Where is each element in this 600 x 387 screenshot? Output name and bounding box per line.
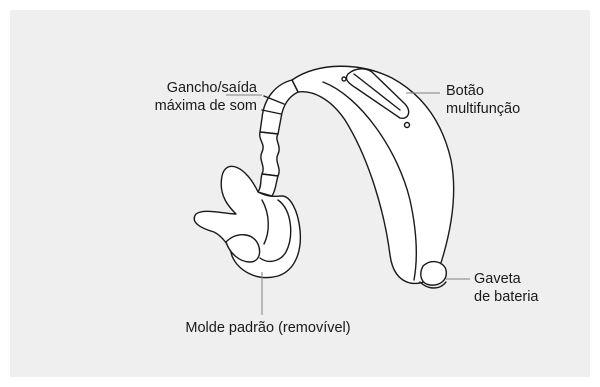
label-hook: Gancho/saída máxima de som (154, 80, 257, 114)
multifunction-button-inner (353, 73, 401, 111)
hook (259, 79, 299, 135)
button-dot-small (341, 76, 347, 82)
diagram-panel (10, 10, 590, 377)
earmold-canal (261, 199, 269, 245)
label-earmold: Molde padrão (removível) (185, 320, 351, 336)
tube-upper (258, 131, 280, 177)
label-multifunction-button: Botão multifunção (446, 83, 521, 117)
earmold-cutout (225, 234, 261, 263)
earmold-shape (193, 165, 302, 279)
battery-drawer-shape (420, 260, 447, 286)
label-battery-drawer: Gaveta de bateria (474, 271, 539, 305)
multifunction-button-shape (345, 68, 410, 119)
earmold-inner (259, 199, 292, 263)
body-seam (322, 81, 418, 281)
button-dot (403, 121, 411, 129)
battery-drawer-lip (419, 281, 447, 289)
